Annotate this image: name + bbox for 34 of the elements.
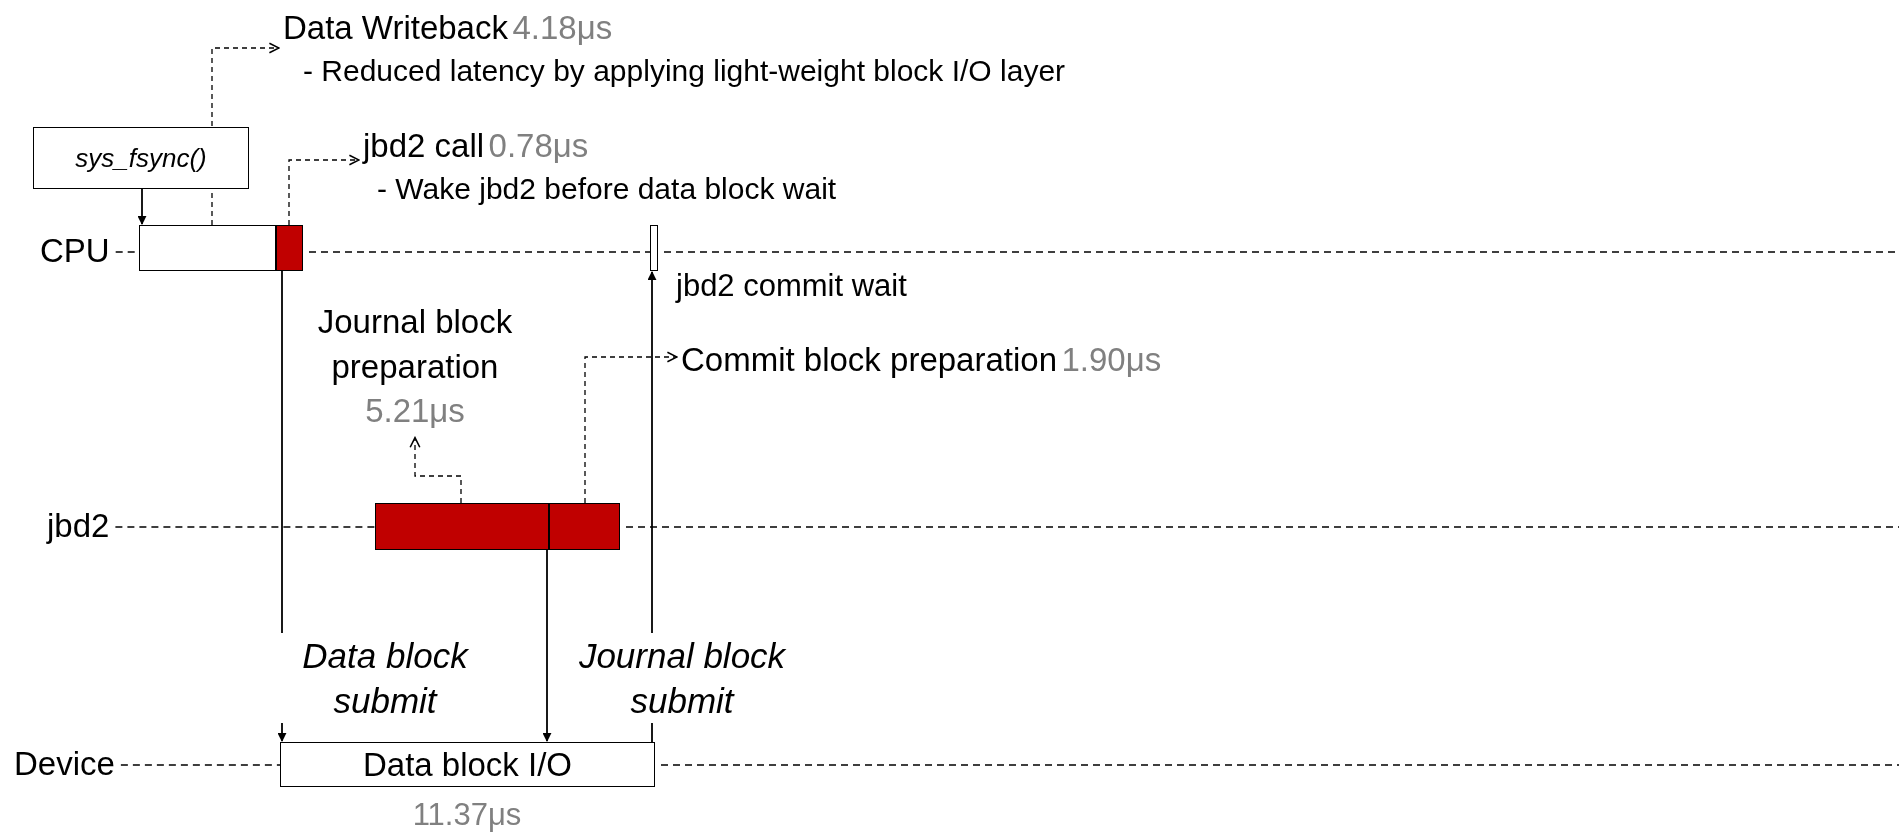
annotation-title: Data Writeback [283,9,508,46]
duration-text: 1.90μs [1061,341,1162,378]
annotation-title: Journal block preparation [317,303,513,385]
annotation-title: jbd2 call [363,127,485,164]
execution-segment [375,503,549,550]
leader-line [409,436,462,504]
lane-line [625,526,1899,528]
lane-line [114,526,376,528]
execution-segment [549,503,620,550]
lane-label: jbd2 [47,507,110,544]
function-name: sys_fsync() [75,142,207,174]
duration-text: 11.37μs [412,797,522,832]
duration-text: 5.21μs [365,392,465,430]
annotation-note: - Wake jbd2 before data block wait [377,171,837,205]
box-text: Data block I/O [362,745,573,784]
cpu-bar [139,225,276,271]
annotation-note: - Reduced latency by applying light-weight block I/O layer [303,53,1066,87]
arrow [542,549,552,742]
leader-line [584,351,678,504]
arrow [137,188,147,225]
commit-wait-marker [650,225,658,271]
duration-text: 0.78μs [488,127,589,164]
lane-line [120,764,281,766]
execution-segment [276,225,303,271]
annotation-title: Commit block preparation [681,341,1057,378]
leader-line [288,154,360,226]
lane-label: CPU [40,232,110,269]
call-box [33,127,249,189]
lane-label: Device [14,745,115,782]
annotation-title: jbd2 commit wait [676,268,907,303]
device-box [280,742,655,787]
lane-line [308,251,651,253]
lane-line [660,764,1899,766]
duration-text: 4.18μs [512,9,613,46]
